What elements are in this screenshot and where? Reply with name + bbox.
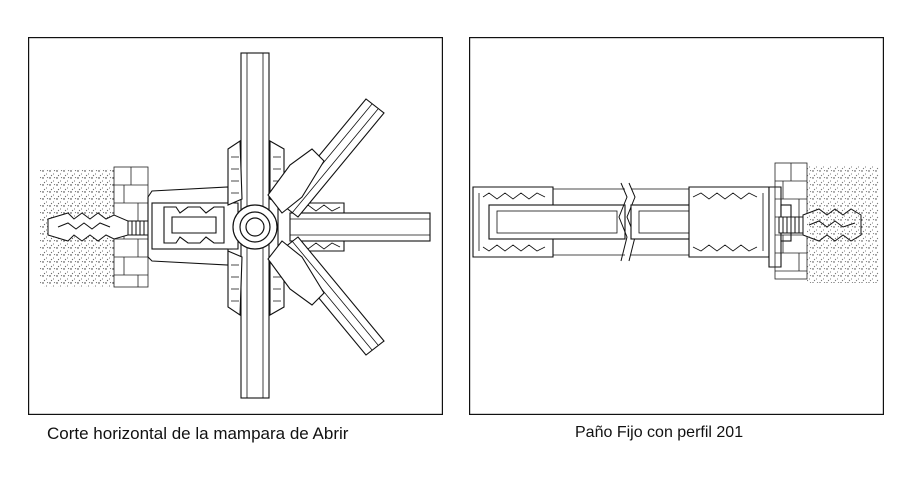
fixed-panel-drawing: [469, 37, 884, 415]
screw-thread: [778, 216, 804, 234]
wall-plug: [47, 212, 129, 242]
fixed-glass-right: [630, 186, 770, 258]
fixed-glass-left: [472, 186, 626, 258]
caption-hinged-section: Corte horizontal de la mampara de Abrir: [47, 424, 349, 443]
figure-left-hinged-section: [28, 37, 443, 415]
door-leaf-straight: [277, 202, 431, 252]
caption-fixed-panel: Paño Fijo con perfil 201: [575, 424, 744, 441]
screw-thread: [127, 220, 151, 236]
break-lines: [618, 182, 636, 262]
figure-right-fixed-panel: [469, 37, 884, 415]
wall-profile: [147, 186, 239, 266]
door-leaf-diagonal-up: [267, 98, 385, 218]
door-leaf-diagonal-down: [267, 236, 385, 356]
wall-concrete: [807, 165, 879, 283]
hinge-knuckle: [232, 204, 278, 250]
hinged-section-drawing: [28, 37, 443, 415]
